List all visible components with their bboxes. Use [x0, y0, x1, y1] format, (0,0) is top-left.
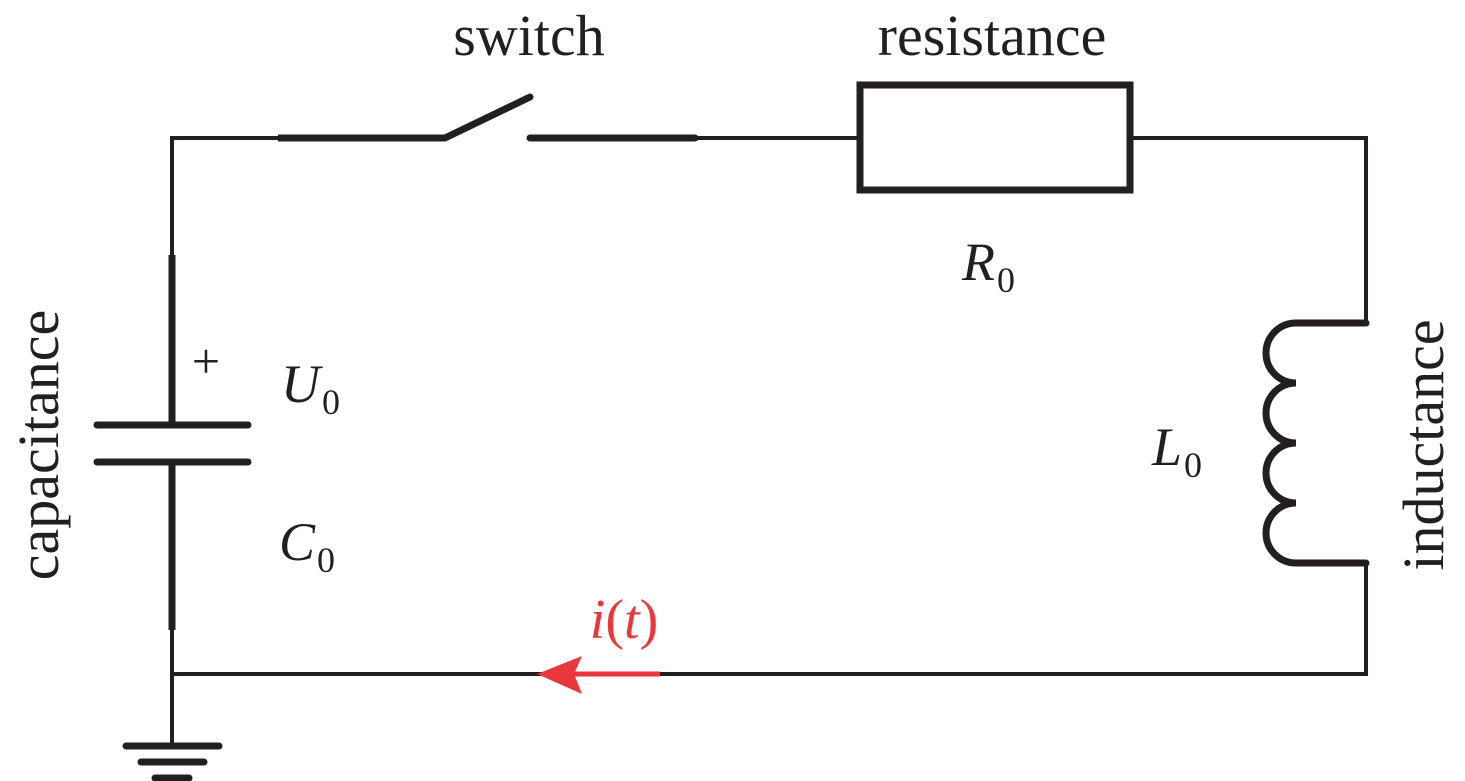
current-indicator: i(t) [537, 589, 660, 694]
switch-label: switch [453, 3, 604, 68]
current-open-paren: ( [605, 589, 624, 651]
switch-blade [441, 93, 534, 142]
ground-symbol [122, 742, 223, 781]
current-variable: t [624, 589, 641, 651]
inductor-symbol-letter: L [1151, 417, 1182, 477]
wire-resistor-to-inductor [1130, 136, 1368, 323]
current-symbol: i [590, 589, 606, 651]
wires [170, 136, 1368, 745]
switch[interactable]: switch [278, 3, 699, 142]
capacitor-symbol-letter: C [279, 512, 316, 572]
inductor-symbol: L0 [1151, 417, 1202, 485]
wire-top-left [170, 136, 278, 258]
capacitor[interactable]: + U0 C0 capacitance [6, 255, 340, 630]
capacitor-voltage-symbol: U0 [281, 354, 340, 422]
resistor-symbol: R0 [961, 232, 1015, 300]
inductor[interactable]: L0 inductance [1151, 319, 1456, 570]
resistor[interactable]: resistance R0 [856, 3, 1134, 300]
current-label: i(t) [590, 589, 658, 651]
current-arrow-head [537, 656, 582, 694]
capacitor-polarity-plus: + [192, 333, 220, 389]
wire-inductor-to-bottom [172, 563, 1368, 676]
resistor-label: resistance [878, 3, 1107, 68]
resistor-symbol-letter: R [961, 232, 995, 292]
capacitor-label: capacitance [6, 310, 71, 580]
capacitor-voltage-subscript: 0 [322, 382, 340, 422]
resistor-body [856, 81, 1134, 194]
capacitor-symbol-subscript: 0 [317, 540, 335, 580]
capacitor-symbol: C0 [279, 512, 335, 580]
inductor-coil [1262, 319, 1370, 567]
resistor-symbol-subscript: 0 [997, 260, 1015, 300]
capacitor-voltage-letter: U [281, 354, 323, 414]
current-close-paren: ) [640, 589, 659, 651]
inductor-label: inductance [1391, 319, 1456, 570]
inductor-symbol-subscript: 0 [1184, 445, 1202, 485]
